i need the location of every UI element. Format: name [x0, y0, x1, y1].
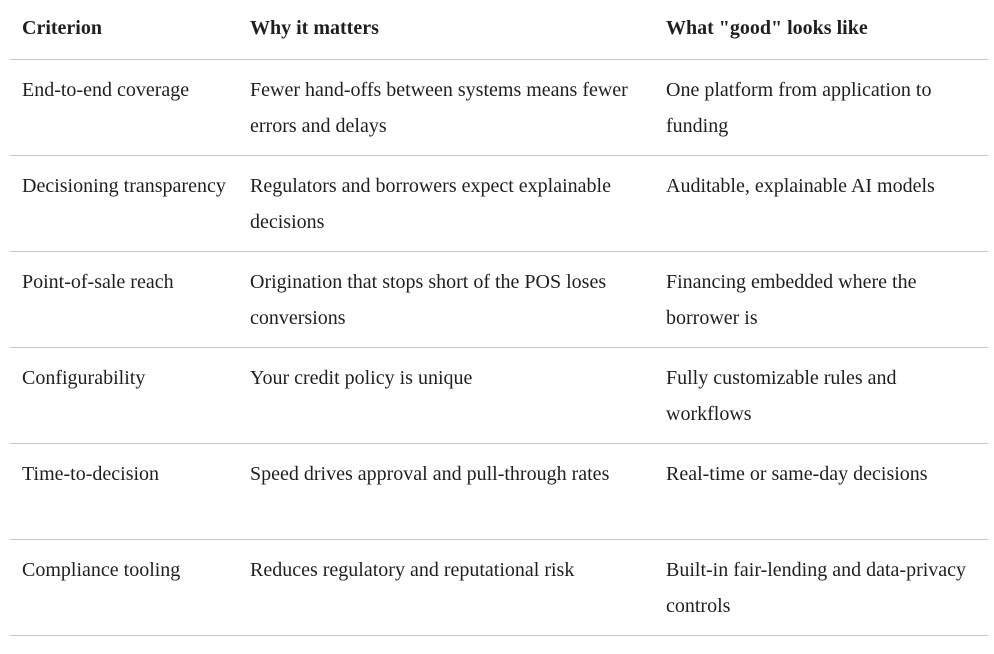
cell-what-good-looks-like: Real-time or same-day decisions	[654, 443, 988, 540]
cell-why-it-matters: Fewer hand-offs between systems means fe…	[238, 59, 654, 156]
cell-criterion: Compliance tooling	[10, 539, 238, 636]
table-row: Configurability Your credit policy is un…	[10, 347, 988, 444]
column-header-criterion: Criterion	[10, 0, 238, 60]
column-header-why-it-matters: Why it matters	[238, 0, 654, 60]
cell-what-good-looks-like: Auditable, explainable AI models	[654, 155, 988, 252]
cell-criterion: End-to-end coverage	[10, 59, 238, 156]
cell-what-good-looks-like: Fully customizable rules and workflows	[654, 347, 988, 444]
cell-why-it-matters: Reduces regulatory and reputational risk	[238, 539, 654, 636]
comparison-table-container: Criterion Why it matters What "good" loo…	[10, 0, 988, 636]
cell-what-good-looks-like: Built-in fair-lending and data-privacy c…	[654, 539, 988, 636]
table-row: End-to-end coverage Fewer hand-offs betw…	[10, 59, 988, 156]
cell-why-it-matters: Speed drives approval and pull-through r…	[238, 443, 654, 540]
cell-criterion: Point-of-sale reach	[10, 251, 238, 348]
cell-criterion: Configurability	[10, 347, 238, 444]
cell-what-good-looks-like: Financing embedded where the borrower is	[654, 251, 988, 348]
cell-criterion: Decisioning transparency	[10, 155, 238, 252]
criteria-table: Criterion Why it matters What "good" loo…	[10, 0, 988, 636]
table-row: Point-of-sale reach Origination that sto…	[10, 251, 988, 348]
cell-criterion: Time-to-decision	[10, 443, 238, 540]
table-row: Decisioning transparency Regulators and …	[10, 155, 988, 252]
cell-why-it-matters: Your credit policy is unique	[238, 347, 654, 444]
table-row: Compliance tooling Reduces regulatory an…	[10, 539, 988, 636]
cell-why-it-matters: Origination that stops short of the POS …	[238, 251, 654, 348]
table-header-row: Criterion Why it matters What "good" loo…	[10, 0, 988, 60]
table-row: Time-to-decision Speed drives approval a…	[10, 443, 988, 540]
cell-why-it-matters: Regulators and borrowers expect explaina…	[238, 155, 654, 252]
column-header-what-good-looks-like: What "good" looks like	[654, 0, 988, 60]
cell-what-good-looks-like: One platform from application to funding	[654, 59, 988, 156]
